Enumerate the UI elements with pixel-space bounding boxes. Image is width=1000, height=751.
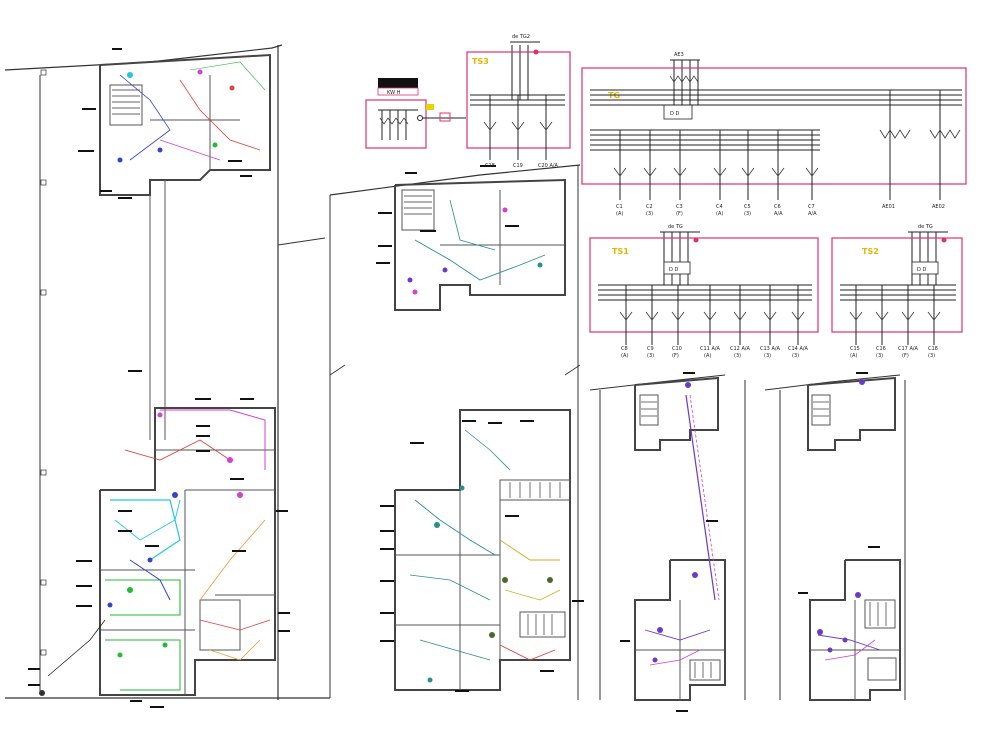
tg-note-0: (A)	[616, 211, 623, 217]
ts1-note-6: (3)	[792, 353, 799, 359]
tg-breakers	[613, 90, 961, 200]
meter-box-frame	[365, 99, 427, 149]
tg-note-5: A/A	[774, 211, 783, 217]
ts2-frame	[831, 237, 963, 333]
ts1-circuit-2: C10	[672, 346, 682, 352]
tg-extra-1: AE02	[932, 204, 945, 210]
ts1-note-2: (F)	[672, 353, 679, 359]
tg-circuit-6: C7	[808, 204, 815, 210]
ts2-feed-label: de TG	[918, 224, 933, 230]
tg-frame	[581, 67, 967, 185]
ts1-circuit-4: C12 A/A	[730, 346, 751, 352]
plan-middle	[277, 164, 584, 700]
ts1-title: TS1	[612, 247, 629, 256]
meter-header-label: KW H	[387, 90, 401, 96]
panel-tg: AE3 TG D D	[581, 52, 967, 217]
svg-text:D D: D D	[670, 111, 679, 117]
ts2-circuit-2: C17 A/A	[898, 346, 919, 352]
ts2-note-0: (A)	[850, 353, 857, 359]
ts1-circuit-0: C8	[621, 346, 628, 352]
ts1-frame	[589, 237, 819, 333]
ts2-note-2: (F)	[902, 353, 909, 359]
middle-upper-building	[394, 178, 566, 311]
site-boundary	[4, 44, 283, 71]
tg-circuit-1: C2	[646, 204, 653, 210]
panel-ts2: de TG TS2 D D C15 C16 C17 A/A C18 (A) (3…	[831, 224, 963, 359]
plan-right-b	[764, 372, 906, 701]
tg-note-4: (3)	[744, 211, 751, 217]
panel-ts3: de TG2 TS3 C18 C19 C20 A/A	[466, 34, 571, 169]
meter-box: KW H	[365, 78, 466, 149]
tg-circuit-3: C4	[716, 204, 723, 210]
tg-note-6: A/A	[808, 211, 817, 217]
ts1-circuit-1: C9	[647, 346, 654, 352]
ts2-circuit-0: C15	[850, 346, 860, 352]
ts3-circuit-1: C19	[513, 163, 523, 169]
tg-note-1: (3)	[646, 211, 653, 217]
tg-circuit-5: C6	[774, 204, 781, 210]
ts1-circuit-5: C13 A/A	[760, 346, 781, 352]
ts1-feed-label: de TG	[668, 224, 683, 230]
tg-circuit-4: C5	[744, 204, 751, 210]
ts3-circuit-0: C18	[485, 163, 495, 169]
ts2-circuit-3: C18	[928, 346, 938, 352]
ts1-note-3: (A)	[704, 353, 711, 359]
ts1-circuit-3: C11 A/A	[700, 346, 721, 352]
tg-circuit-0: C1	[616, 204, 623, 210]
svg-text:D D: D D	[917, 267, 926, 273]
ts1-note-5: (3)	[764, 353, 771, 359]
tg-note-2: (F)	[676, 211, 683, 217]
svg-text:D D: D D	[669, 267, 678, 273]
middle-lower-building	[394, 409, 571, 691]
tg-circuit-2: C3	[676, 204, 683, 210]
ts1-circuit-6: C14 A/A	[788, 346, 809, 352]
lower-building	[99, 407, 276, 696]
tg-note-3: (A)	[716, 211, 723, 217]
middle-site-boundary	[329, 164, 581, 196]
ts2-circuit-1: C16	[876, 346, 886, 352]
panel-ts1: de TG TS1 D D C8 C9 C10 C11 A/A C12 A/A	[589, 224, 819, 359]
plan-right-a	[589, 372, 746, 712]
ts3-circuit-2: C20 A/A	[538, 163, 559, 169]
ts2-note-1: (3)	[876, 353, 883, 359]
plan-left	[4, 44, 330, 708]
upper-building	[99, 53, 271, 196]
tg-extra-0: AE01	[882, 204, 895, 210]
ts2-title: TS2	[862, 247, 879, 256]
ts3-title: TS3	[472, 57, 489, 66]
meter-header-bar	[378, 78, 418, 88]
tg-main-label: AE3	[674, 52, 684, 58]
ts1-note-1: (3)	[647, 353, 654, 359]
ts3-feed-label: de TG2	[512, 34, 530, 40]
ts2-note-3: (3)	[928, 353, 935, 359]
ts1-note-4: (3)	[734, 353, 741, 359]
ts1-note-0: (A)	[621, 353, 628, 359]
